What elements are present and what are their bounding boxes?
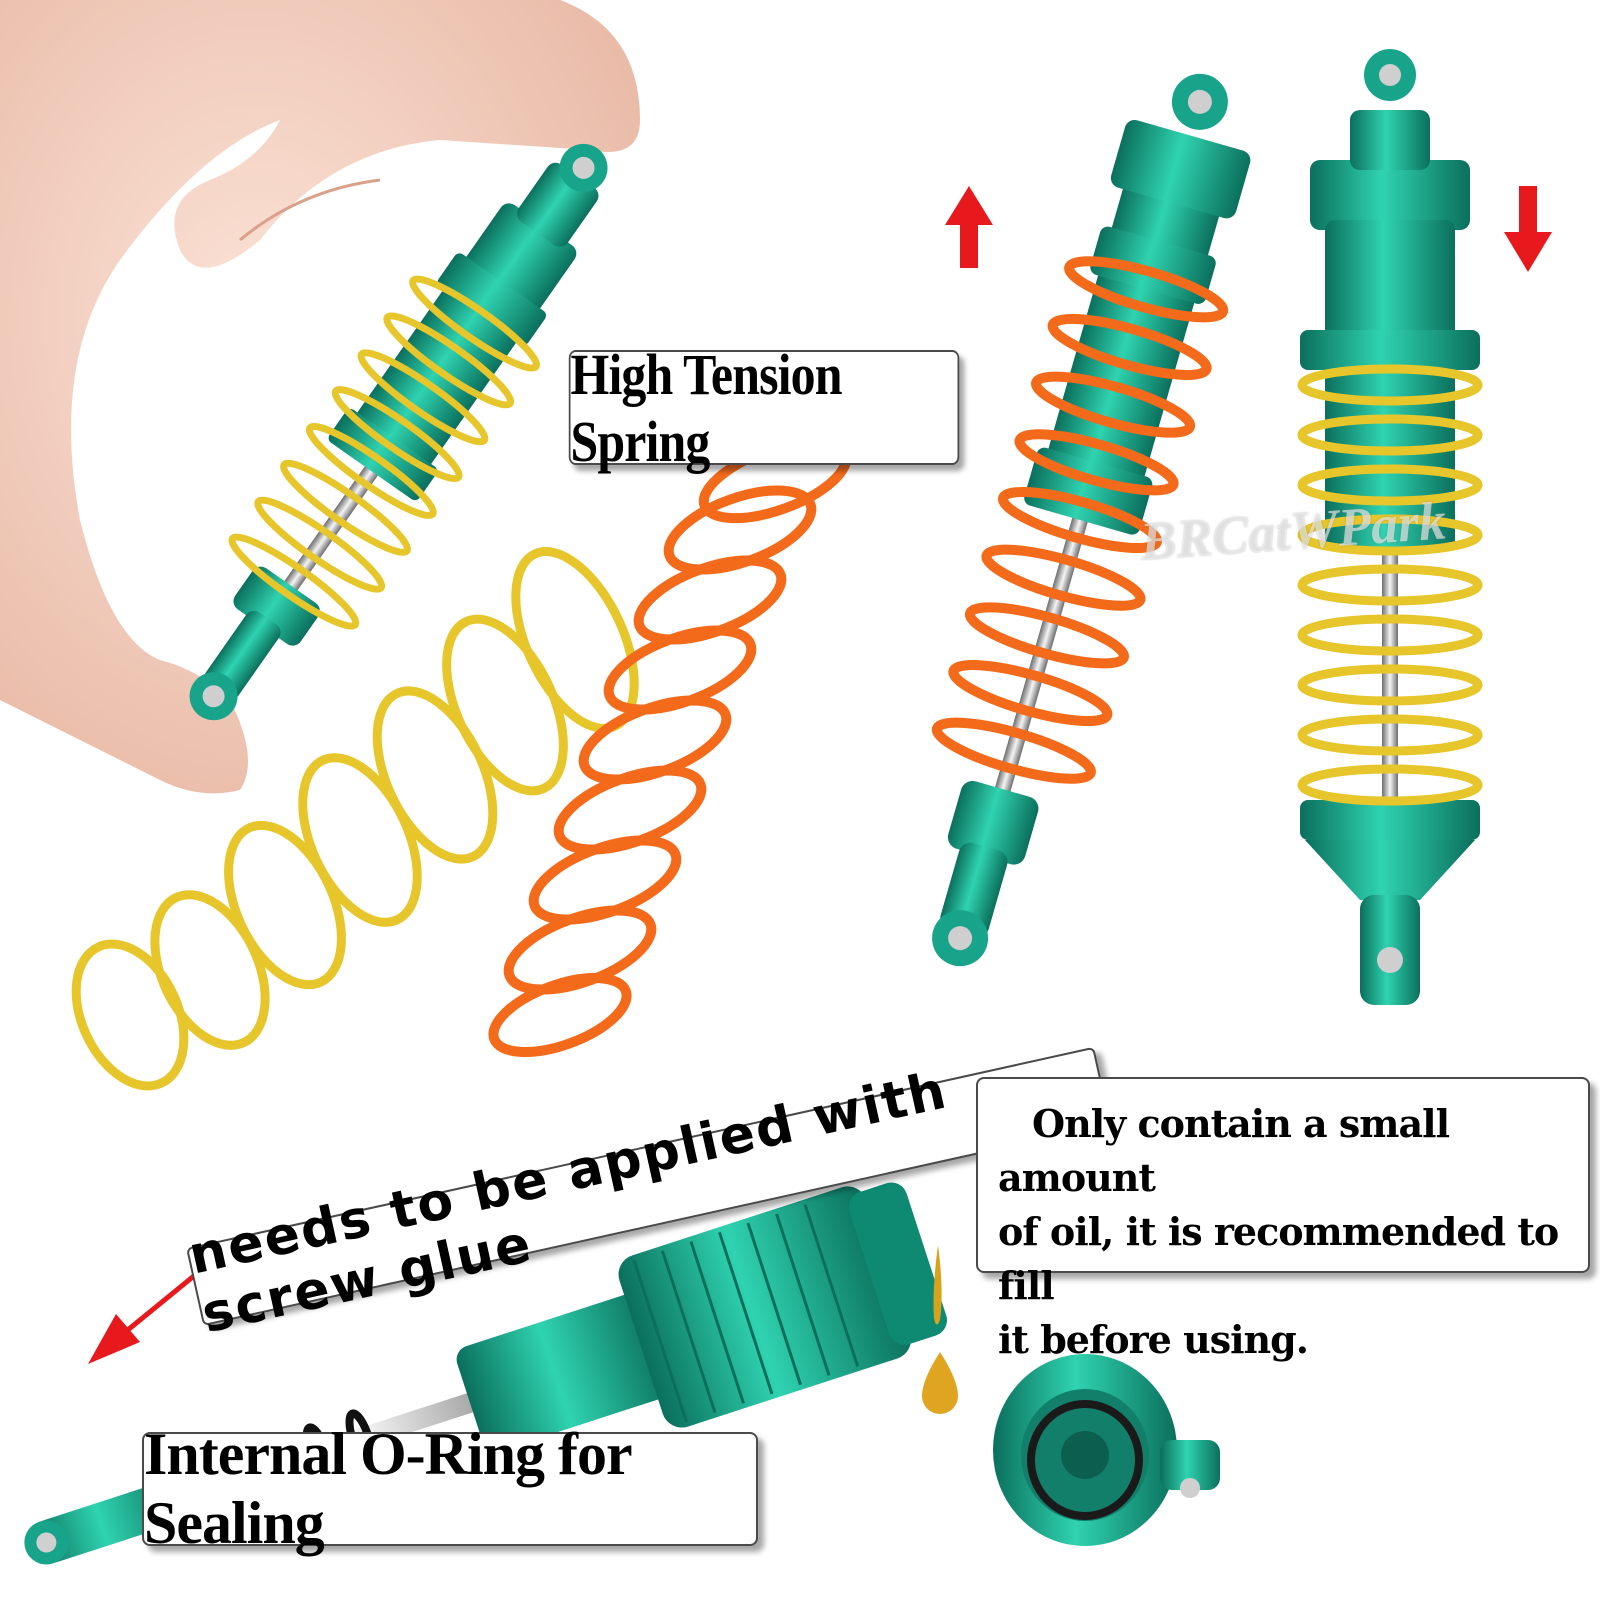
callout-oil-note: Only contain a small amount of oil, it i… (976, 1077, 1590, 1362)
shock-absorber-held (189, 143, 608, 721)
shock-absorber-orange (931, 73, 1251, 967)
oil-drop-icon (922, 1245, 958, 1414)
callout-oil-line-3: it before using. (998, 1317, 1309, 1362)
arrow-up-icon (945, 186, 993, 268)
shock-absorber-gold (1297, 49, 1483, 1005)
orange-spring-loose (488, 436, 852, 1057)
callout-internal-oring-text: Internal O-Ring for Sealing (144, 1421, 632, 1556)
callout-high-tension-spring-text: High Tension Spring (570, 341, 843, 474)
callout-oil-line-2: of oil, it is recommended to fill (998, 1209, 1559, 1308)
callout-internal-oring: Internal O-Ring for Sealing (142, 1421, 758, 1556)
gold-spring-loose (71, 547, 639, 1091)
arrow-down-icon (1504, 186, 1552, 272)
shock-end-cap (993, 1354, 1220, 1546)
callout-high-tension-spring: High Tension Spring (568, 342, 960, 474)
callout-oil-line-1: Only contain a small amount (998, 1101, 1450, 1200)
hand-illustration (0, 0, 640, 794)
